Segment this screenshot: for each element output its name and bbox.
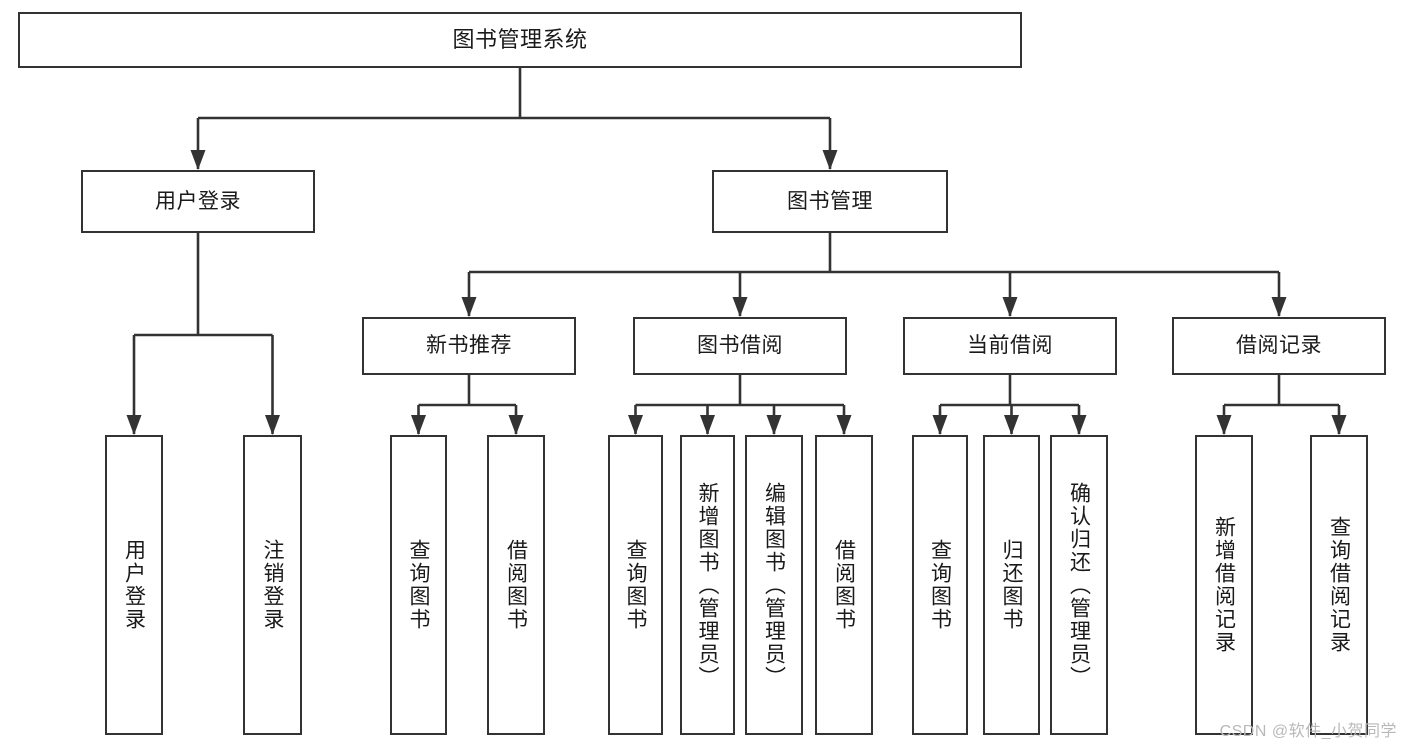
node-leaf-return-book[interactable]: 归还图书 — [983, 435, 1040, 735]
node-label-book-manage: 图书管理 — [787, 189, 873, 213]
arrowhead-leaf-logout — [265, 415, 280, 435]
node-leaf-borrow-book-1[interactable]: 借阅图书 — [487, 435, 545, 735]
node-leaf-query-book-1[interactable]: 查询图书 — [390, 435, 447, 735]
arrowhead-leaf-return-book — [1004, 415, 1019, 435]
node-label-leaf-edit-book: 编辑图书（管理员） — [762, 481, 786, 689]
node-leaf-query-record[interactable]: 查询借阅记录 — [1310, 435, 1368, 735]
node-leaf-logout[interactable]: 注销登录 — [243, 435, 302, 735]
watermark: CSDN @软件_小贺同学 — [1219, 723, 1397, 740]
node-book-manage[interactable]: 图书管理 — [712, 170, 948, 233]
node-label-leaf-return-book: 归还图书 — [1000, 539, 1023, 631]
node-label-leaf-query-record: 查询借阅记录 — [1327, 516, 1351, 654]
node-label-user-login: 用户登录 — [155, 189, 241, 213]
node-leaf-query-book-2[interactable]: 查询图书 — [608, 435, 663, 735]
arrowhead-borrow-record — [1271, 297, 1287, 317]
node-label-leaf-borrow-book-1: 借阅图书 — [504, 539, 528, 631]
node-new-book-rec[interactable]: 新书推荐 — [362, 317, 576, 375]
node-label-leaf-add-record: 新增借阅记录 — [1212, 516, 1236, 654]
arrowhead-leaf-query-book-1 — [411, 415, 426, 435]
node-label-leaf-query-book-3: 查询图书 — [928, 539, 952, 631]
node-leaf-add-book[interactable]: 新增图书（管理员） — [680, 435, 735, 735]
node-borrow-record[interactable]: 借阅记录 — [1172, 317, 1386, 375]
node-user-login[interactable]: 用户登录 — [81, 170, 315, 233]
node-leaf-confirm-return[interactable]: 确认归还（管理员） — [1050, 435, 1108, 735]
arrowhead-leaf-confirm-return — [1071, 415, 1087, 435]
arrowhead-leaf-query-record — [1331, 415, 1347, 435]
node-label-new-book-rec: 新书推荐 — [426, 334, 512, 358]
node-label-leaf-add-book: 新增图书（管理员） — [696, 481, 719, 689]
arrowhead-leaf-borrow-book-2 — [836, 415, 852, 435]
node-leaf-borrow-book-2[interactable]: 借阅图书 — [815, 435, 873, 735]
node-label-current-borrow: 当前借阅 — [967, 334, 1053, 358]
arrowhead-leaf-user-login — [126, 415, 142, 435]
node-label-leaf-query-book-2: 查询图书 — [624, 539, 647, 631]
arrowhead-leaf-query-book-3 — [932, 415, 948, 435]
node-leaf-edit-book[interactable]: 编辑图书（管理员） — [745, 435, 803, 735]
arrowhead-leaf-borrow-book-1 — [508, 415, 524, 435]
arrowhead-book-manage — [822, 150, 838, 170]
node-root[interactable]: 图书管理系统 — [18, 12, 1022, 68]
node-current-borrow[interactable]: 当前借阅 — [903, 317, 1117, 375]
node-label-borrow-record: 借阅记录 — [1236, 334, 1322, 358]
node-leaf-user-login[interactable]: 用户登录 — [105, 435, 163, 735]
arrowhead-user-login — [190, 150, 206, 170]
node-label-leaf-borrow-book-2: 借阅图书 — [832, 539, 856, 631]
node-label-leaf-logout: 注销登录 — [261, 539, 284, 631]
arrowhead-book-borrow — [732, 297, 748, 317]
node-label-leaf-query-book-1: 查询图书 — [407, 539, 430, 631]
arrowhead-leaf-add-book — [700, 415, 715, 435]
arrowhead-current-borrow — [1002, 297, 1018, 317]
node-label-leaf-user-login: 用户登录 — [122, 539, 146, 631]
arrowhead-leaf-query-book-2 — [628, 415, 643, 435]
node-leaf-query-book-3[interactable]: 查询图书 — [912, 435, 968, 735]
node-book-borrow[interactable]: 图书借阅 — [633, 317, 847, 375]
node-label-leaf-confirm-return: 确认归还（管理员） — [1067, 481, 1091, 689]
node-label-book-borrow: 图书借阅 — [697, 334, 783, 358]
node-leaf-add-record[interactable]: 新增借阅记录 — [1195, 435, 1253, 735]
arrowhead-new-book-rec — [461, 297, 477, 317]
arrowhead-leaf-add-record — [1216, 415, 1232, 435]
node-label-root: 图书管理系统 — [452, 26, 588, 52]
arrowhead-leaf-edit-book — [766, 415, 782, 435]
